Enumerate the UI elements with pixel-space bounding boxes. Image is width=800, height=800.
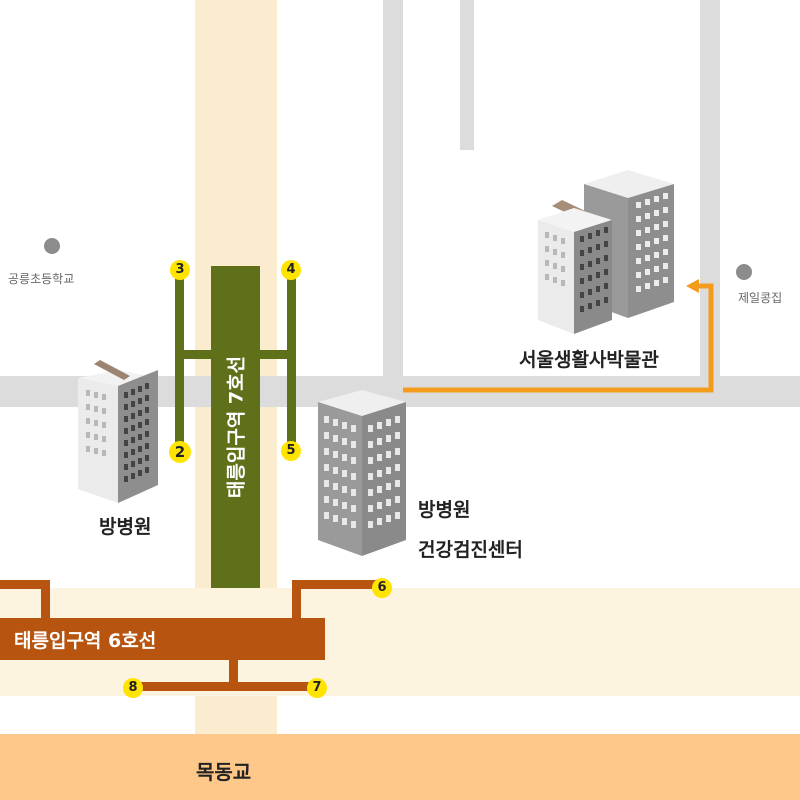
line6-connectors <box>0 580 382 691</box>
museum-label: 서울생활사박물관 <box>519 349 659 371</box>
bridge-road-label: 목동교 <box>196 760 252 784</box>
church-label: 제일콩집 <box>738 291 783 305</box>
building-icon <box>538 170 674 334</box>
exit-marker-4[interactable]: 4 <box>281 260 301 280</box>
exit-marker-5[interactable]: 5 <box>281 441 301 461</box>
poi-dot-icon <box>736 264 752 280</box>
line7-station-label: 태릉입구역 7호선 <box>225 355 248 499</box>
road-vertical-1 <box>383 0 403 378</box>
building-icon <box>318 390 406 556</box>
school-label: 공릉초등학교 <box>8 272 75 286</box>
exit-marker-6[interactable]: 6 <box>372 578 392 598</box>
hospital-left-label: 방병원 <box>99 516 152 538</box>
route-line <box>403 283 714 393</box>
line6-station-bar <box>0 618 325 660</box>
road-vertical-2 <box>460 0 474 150</box>
exit-marker-3[interactable]: 3 <box>170 260 190 280</box>
poi-dot-icon <box>44 238 60 254</box>
building-icon <box>78 360 158 503</box>
line6-station-label: 태릉입구역 6호선 <box>14 630 157 652</box>
exit-marker-7[interactable]: 7 <box>307 678 327 698</box>
bottom-road <box>0 734 800 800</box>
line7-station-bar <box>211 266 260 588</box>
exit-marker-8[interactable]: 8 <box>123 678 143 698</box>
exit-marker-2[interactable]: 2 <box>169 441 191 463</box>
route-arrow <box>686 279 699 293</box>
hospital-right-label-line2: 건강검진센터 <box>418 539 523 561</box>
hospital-right-label-line1: 방병원 <box>418 499 471 521</box>
